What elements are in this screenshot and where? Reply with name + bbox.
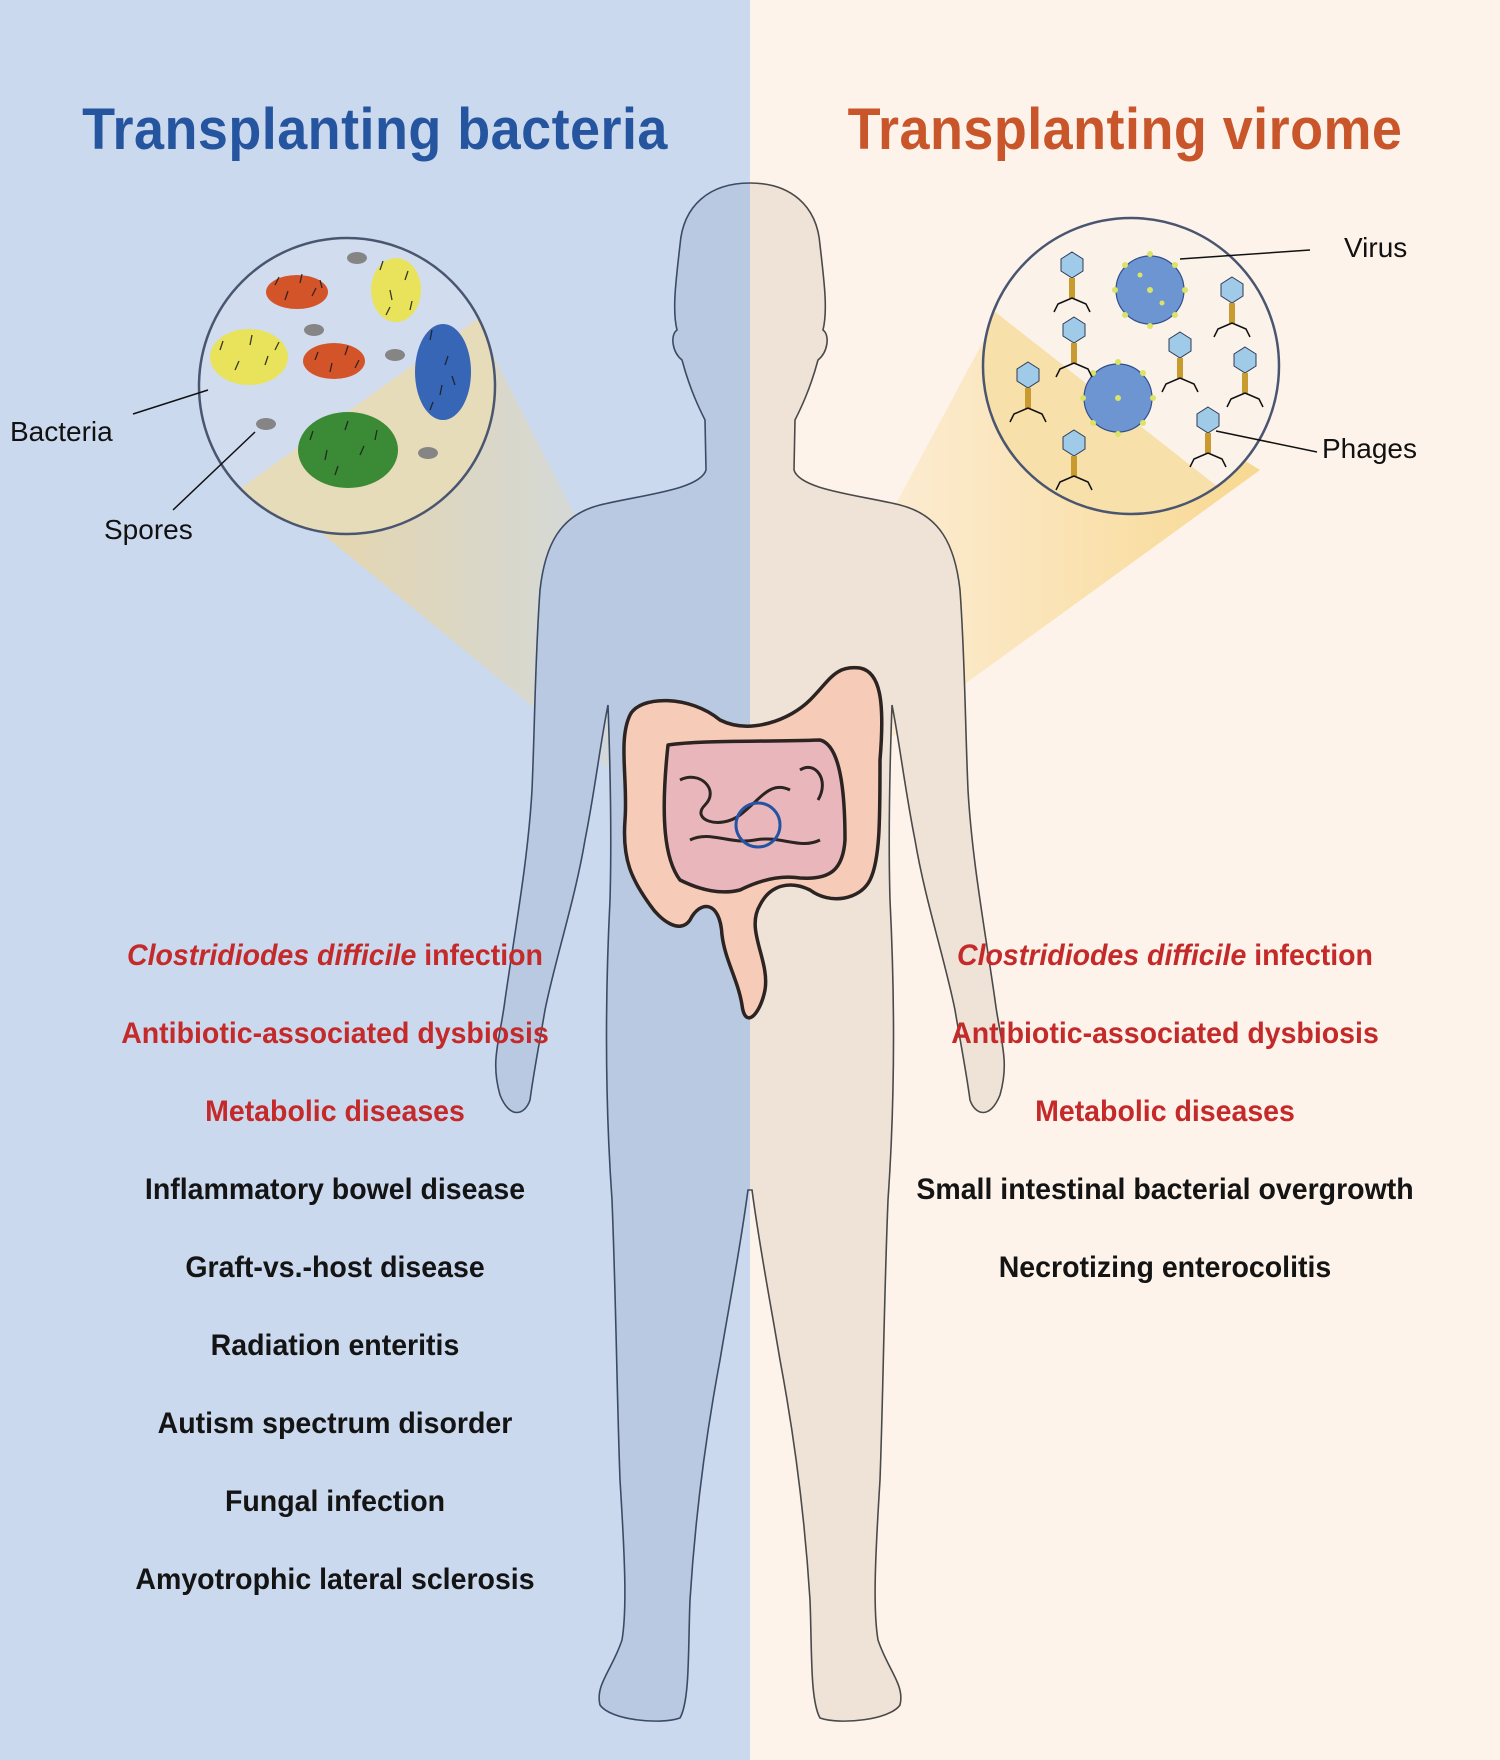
- small-intestine: [662, 738, 847, 894]
- condition-item: Autism spectrum disorder: [17, 1398, 654, 1476]
- condition-text: Antibiotic-associated dysbiosis: [951, 1017, 1379, 1050]
- condition-text: infection: [1246, 939, 1373, 972]
- condition-text: Fungal infection: [224, 1485, 446, 1518]
- condition-item: Antibiotic-associated dysbiosis: [17, 1008, 654, 1086]
- condition-text: Autism spectrum disorder: [157, 1407, 513, 1440]
- bacterium: [415, 324, 471, 420]
- condition-item: Metabolic diseases: [17, 1086, 654, 1164]
- phages-label: Phages: [1322, 433, 1417, 464]
- condition-item: Necrotizing enterocolitis: [847, 1242, 1484, 1320]
- condition-text: Amyotrophic lateral sclerosis: [135, 1563, 535, 1596]
- condition-item: Antibiotic-associated dysbiosis: [847, 1008, 1484, 1086]
- condition-item: Metabolic diseases: [847, 1086, 1484, 1164]
- bacteria-title: Transplanting bacteria: [82, 97, 668, 162]
- condition-text: Graft-vs.-host disease: [185, 1251, 485, 1284]
- phages: [1009, 251, 1264, 491]
- condition-text: Small intestinal bacterial overgrowth: [916, 1173, 1414, 1206]
- spores: [256, 252, 438, 459]
- phages-pointer: [1215, 430, 1318, 453]
- condition-text: infection: [416, 939, 543, 972]
- spores-label: Spores: [104, 514, 193, 545]
- condition-item: Fungal infection: [17, 1476, 654, 1554]
- condition-item: Clostridiodes difficile infection: [847, 930, 1484, 1008]
- magnified-virome-icon: [981, 216, 1318, 516]
- bacterium: [303, 343, 365, 379]
- bacteria-pointer: [132, 389, 209, 415]
- condition-item: Small intestinal bacterial overgrowth: [847, 1164, 1484, 1242]
- condition-item: Amyotrophic lateral sclerosis: [17, 1554, 654, 1632]
- intestine-icon: [622, 665, 884, 1020]
- bacteria-label: Bacteria: [10, 416, 113, 447]
- condition-text: Metabolic diseases: [1035, 1095, 1295, 1128]
- condition-text: Metabolic diseases: [205, 1095, 465, 1128]
- condition-organism-name: Clostridiodes difficile: [957, 939, 1247, 972]
- condition-item: Clostridiodes difficile infection: [17, 930, 654, 1008]
- virome-title: Transplanting virome: [847, 97, 1403, 162]
- condition-item: Graft-vs.-host disease: [17, 1242, 654, 1320]
- spores-pointer: [172, 431, 256, 511]
- magnified-bacteria-icon: [132, 236, 497, 536]
- condition-text: Necrotizing enterocolitis: [998, 1251, 1332, 1284]
- condition-organism-name: Clostridiodes difficile: [127, 939, 417, 972]
- virus-pointer: [1179, 249, 1311, 260]
- condition-item: Inflammatory bowel disease: [17, 1164, 654, 1242]
- condition-text: Antibiotic-associated dysbiosis: [121, 1017, 549, 1050]
- virus-label: Virus: [1344, 232, 1408, 263]
- condition-item: Radiation enteritis: [17, 1320, 654, 1398]
- intestine-highlight-circle: [734, 801, 782, 849]
- bacterium: [298, 412, 398, 488]
- bacterium: [371, 258, 421, 322]
- condition-text: Inflammatory bowel disease: [144, 1173, 526, 1206]
- bacterium: [210, 329, 288, 385]
- bacterium: [266, 275, 328, 309]
- condition-text: Radiation enteritis: [210, 1329, 460, 1362]
